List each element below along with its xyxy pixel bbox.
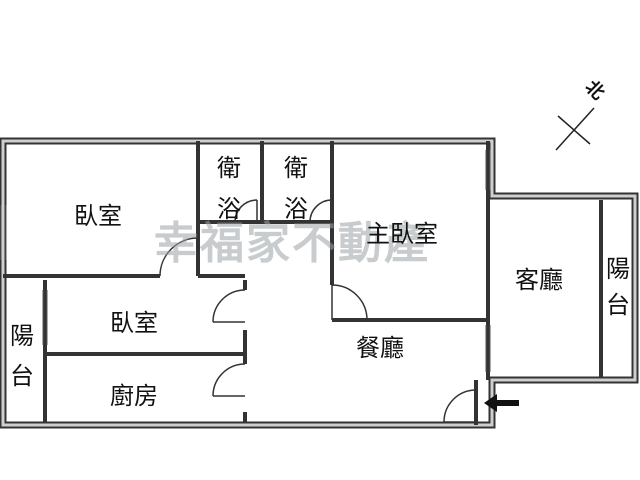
door-bedroom-top-left: [159, 237, 199, 277]
room-label-bath-left-2: 浴: [217, 195, 241, 223]
room-label-balcony-right-1: 陽: [606, 255, 630, 283]
north-compass: 北: [555, 77, 609, 151]
room-label-balcony-right-2: 台: [606, 291, 630, 319]
room-label-dining-room: 餐廳: [356, 334, 404, 362]
room-labels: 臥室 衛 浴 衛 浴 主臥室 客廳 陽 台 陽 台 臥室 廚房 餐廳: [10, 154, 630, 410]
room-label-balcony-left-2: 台: [10, 362, 34, 390]
walls: [0, 137, 639, 429]
room-label-bath-right-2: 浴: [284, 195, 308, 223]
compass-crossbar-icon: [557, 115, 591, 145]
room-label-living-room: 客廳: [515, 266, 563, 294]
room-label-bath-right-1: 衛: [284, 154, 308, 182]
interior-walls: [3, 141, 603, 425]
room-label-kitchen: 廚房: [110, 382, 158, 410]
compass-north-label: 北: [581, 77, 609, 105]
room-label-balcony-left-1: 陽: [10, 322, 34, 350]
door-bath-left: [234, 199, 258, 223]
room-label-bedroom-top-left: 臥室: [74, 202, 122, 230]
door-kitchen: [212, 363, 246, 397]
door-entrance: [443, 389, 477, 423]
room-label-master-bedroom: 主臥室: [366, 220, 438, 248]
compass-needle-icon: [555, 107, 595, 151]
doors: [159, 199, 477, 423]
door-bedroom-middle: [212, 289, 246, 323]
room-label-bath-left-1: 衛: [217, 154, 241, 182]
windows: [0, 150, 491, 372]
door-bath-right: [309, 199, 333, 223]
watermark-text: 幸福家不動產: [154, 218, 430, 269]
arrow-left-icon: [484, 394, 519, 412]
door-master-bedroom: [331, 284, 368, 321]
outer-walls: [0, 137, 639, 429]
room-label-bedroom-middle: 臥室: [110, 309, 158, 337]
